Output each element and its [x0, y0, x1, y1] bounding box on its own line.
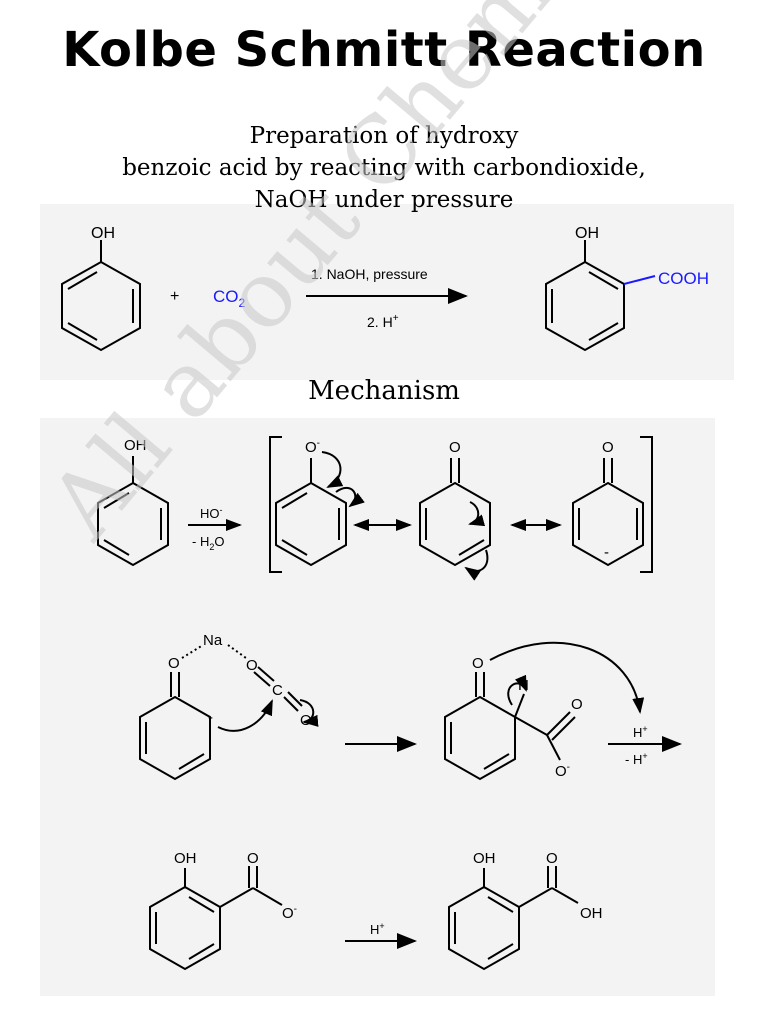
c-h-bond	[514, 693, 525, 718]
mech-phenol-oh-label: OH	[124, 437, 147, 454]
salicylic-acid-ring	[545, 240, 625, 352]
salicylate-o-minus-label: O-	[282, 904, 297, 922]
protonation-label: H+	[370, 921, 385, 937]
dienone-1-o-label: O	[449, 439, 461, 456]
mech-phenol-ring	[97, 456, 169, 567]
curved-arrow-4a	[507, 674, 527, 706]
final-acid-oh-label: OH	[580, 905, 603, 922]
dienone-2-o-label: O	[602, 439, 614, 456]
na-o-dotted-bond	[181, 644, 204, 659]
carboxylate-o-label: O	[571, 696, 583, 713]
na-co2-dotted-bond	[227, 644, 247, 659]
resonance-bracket-left	[269, 436, 282, 573]
arrow-condition-2: 2. H+	[367, 313, 399, 330]
dienone-ring-2	[572, 458, 644, 567]
phenoxide-ring	[275, 458, 347, 567]
co2-o2-label: O	[300, 712, 312, 729]
carboxylate-o-minus-label: O-	[555, 762, 570, 780]
sodium-label: Na	[203, 632, 223, 649]
arrow-condition-1: 1. NaOH, pressure	[311, 266, 428, 282]
product-oh-label: OH	[575, 225, 599, 242]
subtitle-line-1: Preparation of hydroxy	[249, 123, 519, 149]
phenol-oh-label: OH	[91, 225, 115, 242]
overall-reaction-panel	[40, 204, 734, 380]
intermediate-ring	[444, 672, 516, 781]
curved-arrow-2a	[468, 501, 486, 527]
salicylate-oh-label: OH	[174, 850, 197, 867]
mechanism-panel	[40, 418, 715, 996]
co2-label: CO2	[213, 287, 246, 310]
resonance-bracket-right	[640, 436, 653, 573]
mechanism-heading: Mechanism	[308, 376, 460, 406]
c-carboxyl-bond	[514, 716, 548, 736]
subtitle-line-2: benzoic acid by reacting with carbondiox…	[122, 155, 646, 181]
final-oh-label: OH	[473, 850, 496, 867]
salicylate-ring	[149, 868, 221, 971]
dienone-ring-1	[419, 458, 491, 567]
intermediate-h-label: H	[518, 677, 529, 694]
carbanion-charge: -	[208, 709, 213, 726]
co2-o1-label: O	[246, 657, 258, 674]
subtitle-line-3: NaOH under pressure	[254, 187, 514, 213]
product-cooh-label: COOH	[658, 269, 709, 288]
curved-arrow-1a	[321, 451, 344, 488]
hydroxide-label: HO-	[200, 505, 223, 521]
final-o-label: O	[546, 850, 558, 867]
phenol-ring	[61, 240, 141, 352]
subtitle: Preparation of hydroxy benzoic acid by r…	[0, 120, 768, 216]
carbanion-o-label: O	[168, 655, 180, 672]
dienone-2-charge: -	[604, 544, 609, 561]
curved-arrow-1b	[335, 486, 365, 508]
salicylate-o-label: O	[247, 850, 259, 867]
page-title: Kolbe Schmitt Reaction	[62, 22, 706, 78]
plus-sign: +	[170, 288, 179, 305]
curved-arrow-2b	[464, 549, 489, 581]
co2-c-label: C	[272, 682, 283, 699]
curved-arrow-4b	[489, 641, 645, 714]
proton-loss-label: - H+	[625, 751, 648, 767]
water-label: - H2O	[192, 534, 224, 552]
salicylic-acid-ring-final	[448, 868, 520, 971]
intermediate-o-label: O	[472, 655, 484, 672]
proton-add-label: H+	[633, 724, 648, 740]
curved-arrow-3a	[217, 699, 273, 732]
carbanion-ring	[139, 672, 211, 781]
phenoxide-o-label: O-	[305, 438, 320, 456]
carboxyl-bond	[623, 275, 656, 285]
curved-arrow-3b	[299, 699, 319, 727]
